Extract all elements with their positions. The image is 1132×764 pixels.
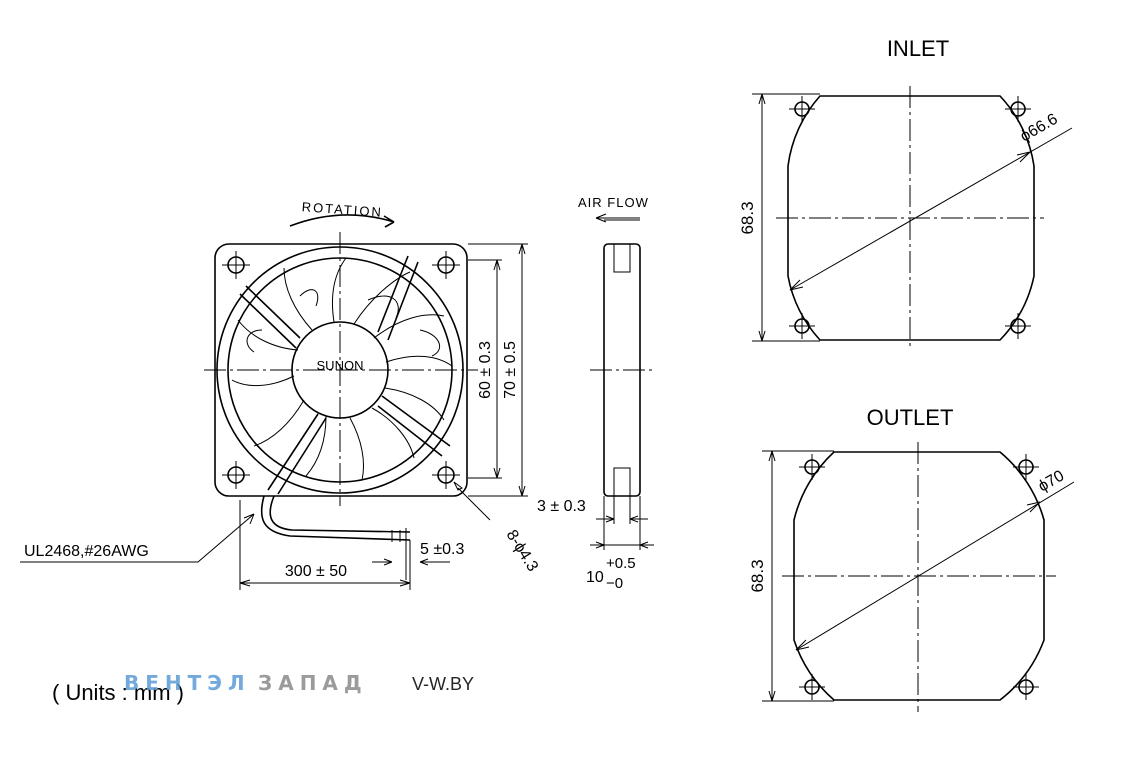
cable: 5 ±0.3 300 ± 50 UL2468,#26AWG bbox=[20, 495, 464, 590]
lead-length-dim: 300 ± 50 bbox=[285, 563, 347, 580]
inlet-opening bbox=[787, 95, 1035, 341]
flange-dimension: 3 ± 0.3 bbox=[537, 496, 648, 524]
mounting-holes-inlet bbox=[789, 96, 1031, 339]
inlet-height-dim: 68.3 bbox=[738, 201, 757, 234]
units-note: ( Units : mm ) bbox=[52, 680, 184, 705]
outlet-view: OUTLET 68.3 ϕ70 bbox=[748, 405, 1075, 712]
side-view: AIR FLOW 3 ± 0.3 10 +0.5 −0 bbox=[537, 195, 654, 592]
thickness-upper-tol: +0.5 bbox=[606, 555, 636, 572]
airflow-label: AIR FLOW bbox=[578, 195, 649, 210]
inner-height-dim: 60 ± 0.3 bbox=[477, 341, 494, 399]
front-view: SUNON ROTATION 60 ± 0.3 70 ± 0.5 8-ϕ4.3 bbox=[20, 199, 541, 590]
watermark-brand-part2: ЗАПАД bbox=[258, 671, 368, 695]
flange-dim: 3 ± 0.3 bbox=[537, 498, 586, 515]
thickness-dimension: 10 +0.5 −0 bbox=[586, 496, 654, 592]
holes-dim: 8-ϕ4.3 bbox=[503, 527, 542, 575]
outlet-height-dim: 68.3 bbox=[748, 559, 767, 592]
inlet-title: INLET bbox=[887, 36, 949, 61]
height-dimensions: 60 ± 0.3 70 ± 0.5 bbox=[468, 243, 528, 497]
outlet-height-dim-lines: 68.3 bbox=[748, 450, 834, 702]
side-tab-bottom bbox=[613, 467, 631, 497]
outlet-diameter-dim-lines: ϕ70 bbox=[795, 467, 1075, 651]
outer-height-dim: 70 ± 0.5 bbox=[502, 341, 519, 399]
thickness-lower-tol: −0 bbox=[606, 575, 623, 592]
rotation-indicator: ROTATION bbox=[289, 199, 395, 228]
inlet-height-dim-lines: 68.3 bbox=[738, 93, 820, 342]
fan-blades bbox=[231, 257, 453, 481]
thickness-dim: 10 bbox=[586, 569, 604, 586]
watermark-brand-part1: ВЕНТЭЛ bbox=[124, 671, 251, 695]
inlet-diameter-dim: ϕ66.6 bbox=[1018, 111, 1061, 146]
mounting-holes-front bbox=[222, 251, 460, 489]
watermark: ВЕНТЭЛ ЗАПАД V-W.BY bbox=[124, 671, 474, 695]
inlet-view: INLET 68.3 ϕ66.6 bbox=[738, 36, 1073, 350]
outlet-diameter-dim: ϕ70 bbox=[1036, 467, 1068, 495]
rotation-label: ROTATION bbox=[301, 199, 383, 220]
mounting-holes-outlet bbox=[799, 454, 1039, 700]
watermark-site: V-W.BY bbox=[412, 674, 474, 694]
outlet-opening bbox=[793, 451, 1045, 701]
brand-label: SUNON bbox=[317, 358, 364, 373]
outlet-title: OUTLET bbox=[867, 405, 954, 430]
fan-struts bbox=[239, 255, 451, 495]
side-tab-top bbox=[613, 243, 631, 273]
cable-label: UL2468,#26AWG bbox=[24, 543, 149, 560]
lead-strip-dim: 5 ±0.3 bbox=[420, 541, 464, 558]
inlet-diameter-dim-lines: ϕ66.6 bbox=[789, 111, 1073, 291]
